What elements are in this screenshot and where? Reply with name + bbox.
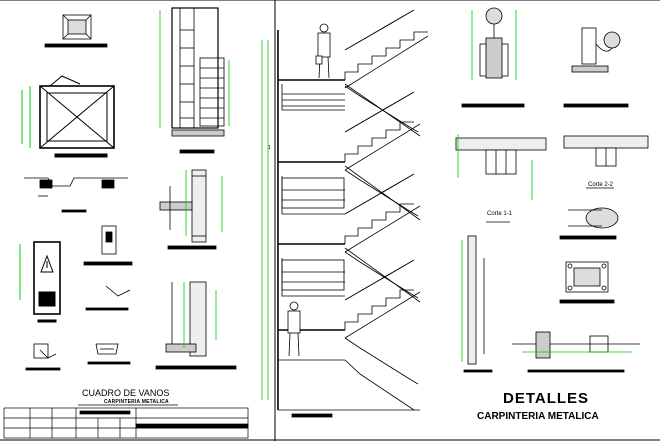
lock-detail <box>83 225 133 311</box>
door-detail <box>19 241 61 323</box>
section-1-1 <box>455 134 547 223</box>
handrail-post-detail <box>461 7 525 108</box>
anchor-detail <box>512 331 640 373</box>
section-1-1-label: Corte 1-1 <box>487 211 513 217</box>
person-figure-bottom <box>287 301 301 357</box>
vertical-post-section <box>461 235 493 373</box>
wall-bracket-detail <box>563 27 629 108</box>
sill-detail <box>24 177 128 213</box>
level-mark: 1 <box>268 145 271 151</box>
hinge-detail-top <box>44 14 108 48</box>
section-2-2 <box>563 135 649 189</box>
column-section-low <box>155 281 237 370</box>
stair-section <box>261 0 429 441</box>
column-section-mid <box>159 169 223 250</box>
tube-detail <box>559 207 619 240</box>
title-block <box>3 404 249 439</box>
section-2-2-label: Corte 2-2 <box>588 182 614 188</box>
person-figure-top <box>315 23 331 79</box>
main-subtitle: CARPINTERIA METALICA <box>477 411 599 422</box>
bottom-hinges <box>25 343 131 371</box>
left-title: CUADRO DE VANOS <box>82 388 170 398</box>
left-subtitle: CARPINTERIA METALICA <box>104 399 169 405</box>
main-title: DETALLES <box>503 390 590 407</box>
ladder-elevation <box>159 7 230 154</box>
window-frame-plan <box>21 75 115 158</box>
base-plate-detail <box>559 261 615 304</box>
